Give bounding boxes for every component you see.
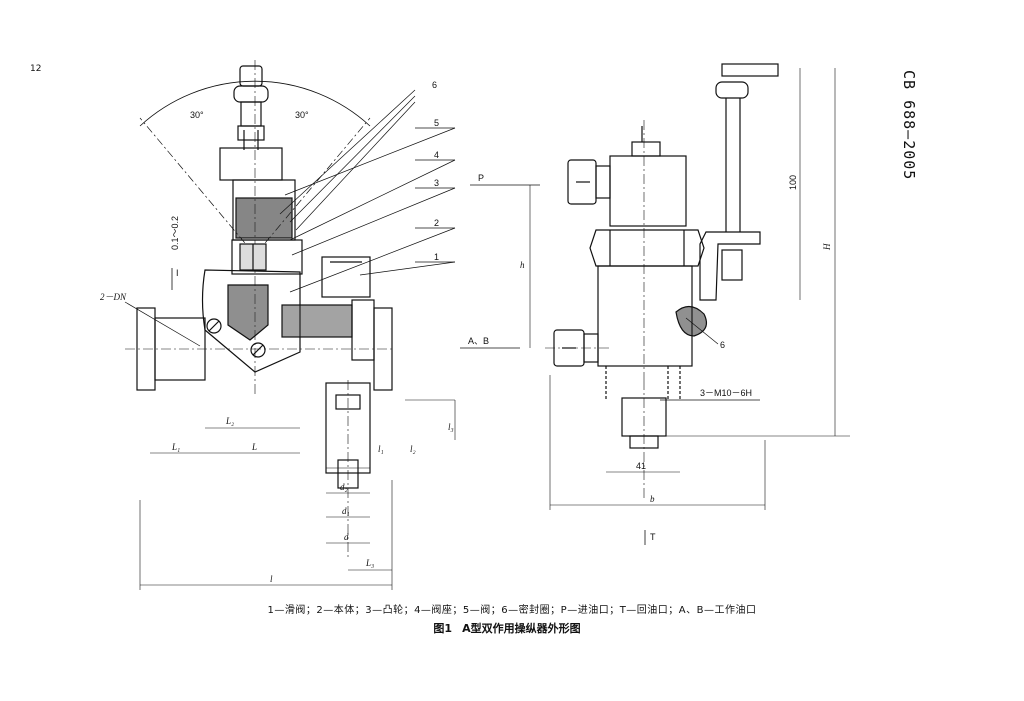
gap-label: 0.1～0.2: [170, 216, 180, 250]
port-ab-label: A、B: [468, 336, 489, 346]
dim-l1-small-label: l₁: [378, 444, 384, 454]
port-dn-label: 2－DN: [100, 292, 127, 302]
section-mark: I: [176, 268, 179, 278]
figure-title: A型双作用操纵器外形图: [462, 622, 581, 635]
part-label-2: 2: [434, 218, 439, 228]
dim-l3-label: l₃: [448, 422, 454, 432]
thread-label: 3－M10－6H: [700, 388, 752, 398]
part-label-3: 3: [434, 178, 439, 188]
dim-h-label: h: [520, 260, 525, 270]
dim-L3-label: L₃: [365, 558, 374, 568]
dim-H-label: H: [822, 243, 832, 251]
dim-l1-label: L₁: [171, 442, 180, 452]
port-p-label: P: [478, 173, 484, 183]
right-view: P h A、B 100 H 6 3－M10－6H 41 b T: [460, 63, 850, 545]
part-label-4: 4: [434, 150, 439, 160]
dim-d2-label: d₂: [340, 482, 348, 492]
dim-d1-label: d₁: [342, 506, 350, 516]
angle-right-label: 30°: [295, 110, 309, 120]
part-label-6: 6: [432, 80, 437, 90]
figure-number: 图1: [433, 622, 453, 635]
dim-l2-small-label: l₂: [410, 444, 416, 454]
dim-d-label: d: [344, 532, 349, 542]
figure-caption: 图1 A型双作用操纵器外形图: [0, 620, 1024, 636]
figure-legend: 1—滑阀；2—本体；3—凸轮；4—阀座；5—阀；6—密封圈；P—进油口；T—回油…: [267, 605, 757, 616]
angle-left-label: 30°: [190, 110, 204, 120]
dim-41-label: 41: [636, 461, 646, 471]
dim-l-label: l: [270, 574, 273, 584]
dim-b-label: b: [650, 494, 655, 504]
dim-100-label: 100: [788, 175, 798, 190]
port-t-label: T: [650, 532, 656, 542]
dim-L-label: L: [251, 442, 257, 452]
part-label-1: 1: [434, 252, 439, 262]
left-view: 30° 30°: [100, 60, 456, 590]
right-label-6: 6: [720, 340, 725, 350]
page-number: 12: [30, 64, 42, 74]
dim-l2-label: L₂: [225, 416, 234, 426]
part-label-5: 5: [434, 118, 439, 128]
